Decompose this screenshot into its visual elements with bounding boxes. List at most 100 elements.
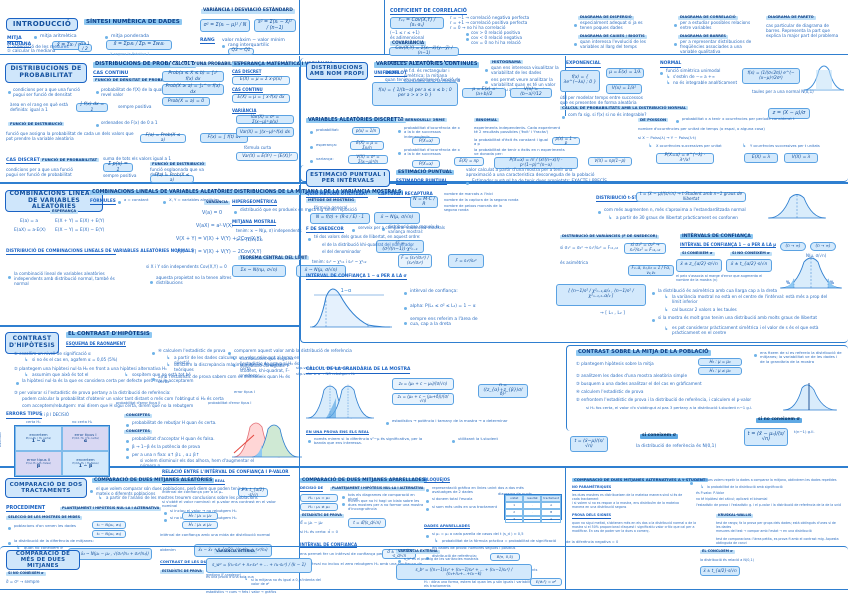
formula-prob-ab: Prob(a ≤ X ≤ b) = ∫ₐᵇ f(x) dx [162,71,224,82]
formula-pob2: t₂ ~ N(μ₂, σ₂) [92,530,126,538]
panel-mes-de-dues [0,546,848,599]
hook-icon: ↳ [742,143,747,149]
formula-uniforme-var: V(x) = (b−a)²/12 [510,87,552,98]
text-prob-unif: probabilitat: [316,127,340,132]
text-poi-2: nombre d'ocurrències per unitat de temps… [638,126,765,131]
text-cov-zero: cov = 0 no hi ha relació [471,40,521,45]
bullet [674,24,677,27]
label-igualtat: SI NO CONEIXEM σ [6,571,46,576]
label-mitjana-mostral: MITJANA MOSTRAL [232,219,277,226]
chapter-estimacio: ESTIMACIÓ PUNTUAL I PER INTÈRVALS [306,169,390,187]
formula-z1: z₁ = (μ₀ + c − (μ₀+δ))/(σ/√n) [392,393,454,405]
formula-tcl-1: Σx ~ N(nμ, σ√n) [232,265,286,277]
bullet [485,69,488,72]
text-ordenades: ordenades de F(x) de 0 a 1 [101,120,158,125]
bullet [398,560,401,563]
formula-F-a: F(a) = Prob(X ≤ a) [140,133,186,143]
label-dades-aparellades: DADES APARELLADES [424,523,470,530]
text-histo-1: quan ens interessa visualitzar la variab… [491,65,559,75]
text-cond-discret: condicions per a que una funció pugui se… [6,167,73,177]
formula-E-discret: E(X) = μ = Σ x·p(x) [232,76,290,85]
formula-tcl-2: x̄ ~ N(μ, σ/√n) [296,265,346,277]
label-calcul-prob: CÀLCUL D'UNA PROBABILITAT [170,61,244,67]
table-header-cell: tractament [541,495,561,502]
label-mitjavar: DISTRIBUCIONS DE LA MITJANA I DE LA VARI… [232,190,404,196]
label-uniforme-d: UNIFORME [420,117,447,123]
label-var-externa: VARIÀNCIA EXTERNA [396,549,440,554]
label-seleccio: SELECCIÓ DE LES MOSTRES DE MIDES [6,515,83,520]
formula-comp-h1: H₁ : μ₁ ≠ μ₂ [182,521,218,529]
text-propietat: aquesta propietat no la tenen altres dis… [156,275,232,285]
formula-E-dif: E(X − Y) = E(X) − E(Y) [55,228,105,233]
label-esquema: ESQUEMA DE RAONAMENT [66,341,126,348]
text-anova-2: si la mitjana no és igual a 0, s'intenta… [251,578,321,587]
bullet [8,527,11,530]
text-cap-3: nombre de peixos marcats de la segona ro… [444,204,502,213]
badge-n-inf-2: (n → ∞) [810,242,836,251]
table-cell: encertem P(no H₀ | H₀ certa) 1 − α [15,426,62,451]
bullet [398,152,401,155]
text-ct-3: si les dues volem repetir la dades a com… [696,478,837,482]
label-conclusio: EL CONCLOEM σ [700,549,735,554]
text-anova-flow: estadístics → cues → fets i valor → gràf… [206,590,277,594]
chapter-combinacions-label: COMBINACIONS LINEALS DE VARIABLES ALEATÒ… [9,189,99,211]
label-ic-desconeguda: SI NO CONEIXEM σ [730,251,772,256]
text-calc-normal: com fa sig. si f(x) si no és integrable? [568,112,647,117]
formula-p-unif: p(x) = 1/n [352,127,380,135]
text-comp-1: el que volem comparar són dues poblacion… [96,486,247,496]
label-combinacions: COMBINACIONS LINEALS DE VARIABLES ALEATÒ… [90,190,236,196]
text-contrast-p1: ① escollim un nivell de significació α [14,351,91,356]
text-asim-5: es pot considerar pràcticament simètrica… [672,325,819,335]
formula-mu-unif: E(X) = μ = Σxᵢ/n [350,140,384,150]
bullet [228,352,231,355]
bullet [674,43,677,46]
text-func-esglaonada: funció esglaonada que va de 0 a 1 [150,167,204,177]
bullet [652,319,655,322]
chapter-comparacio: COMPARACIÓ DE DOS TRACTAMENTS [5,478,87,498]
text-contrast-p2a: assumim que això és tot el [32,372,89,377]
contrast-mean-curve-sketch [783,383,837,411]
chapter-contrast: CONTRAST D'HIPÒTESIS [5,332,59,354]
chapter-nom-propi-label: DISTRIBUCIONS AMB NOM PROPI [309,64,365,77]
text-adimensional: és adimensional [390,35,425,40]
text-ct-7: quan no sigui meitat, s'obtenen més en e… [572,521,697,533]
text-contrast-p2c: la hipòtesi nul·la és la que es consider… [22,378,194,383]
formula-sw: s_w² = (n₁·s₁² + n₂·s₂² + ... + nₖ·sₖ²) … [206,558,312,573]
bullet [8,91,11,94]
text-contrast-p2b: sospitem que no està tot bé [132,372,191,377]
text-cm-p2: ② analitzem les dades d'una mostra aleat… [576,373,688,378]
label-binomial: BINOMIAL [474,117,500,123]
formula-E-aX: E(aX) = a·E(X) [14,228,46,233]
label-fsnedecor: F DE SNEDECOR [306,226,344,233]
label-ap-estadistic: ESTADÍSTIC DE PROVA [300,513,344,518]
label-procediment: PROCEDIMENT [6,506,46,513]
bullet [8,276,11,279]
text-cm-p4: ④ calculem l'estadístic de prova [576,389,644,394]
bullet [485,81,488,84]
rule-vert-2 [384,0,386,54]
label-comp-dues-mitjanes: COMPARACIÓ DE DUES MITJANES ALEATÒRIES [92,478,215,484]
label-errors-tipus: ERRORS TIPUS [6,412,43,419]
text-hipergeo: distribució que es produeix en mostreig … [240,207,357,212]
text-cap-1: nombre de marcats a l'inici [444,192,493,196]
table-cell: · [523,508,542,516]
label-formules: FÓRMULES [90,198,116,205]
formula-V-sum: V(X + Y) = V(X) + V(Y) + 2Cov(X,Y) [176,237,262,242]
text-poi-3: si X ~ Poiss(λ) → Y ~ Poiss(λ·t) [638,135,697,140]
text-cm-p1: ① plantegem hipòtesis sobre la mitja [576,361,654,366]
hook-icon: ↳ [666,74,671,80]
text-relacio-3: si inclou el valor → no rebutgem H₀ [170,508,237,513]
table-cell: encertem P(rbt. H₀ | H₀ falsa) 1 − β [62,451,109,476]
text-sned-2: té dos valors dels graus de llibertat, e… [314,234,421,239]
cell-sub: P(no H₀ | H₀ certa) [25,435,52,440]
hook-icon: ↳ [166,355,171,361]
label-estimacio-puntual: ESTIMACIÓ PUNTUAL [396,170,455,176]
cell-title: error tipus I [74,431,97,437]
text-contrast-p3: ③ per valorar si l'estadístic de prova p… [14,390,171,395]
text-contrast-q1a: a partir de les dades calculem un valor … [174,355,300,365]
label-prova-signes: PROVA DELS SIGNES [572,513,612,519]
text-asimetrica: és asimètrica [560,260,589,265]
text-ap-2: mirem que no hi hagi un biaix sobre les … [348,499,424,512]
text-ct-4: la probabilitat de la distribució amb si… [707,485,783,489]
cell-value: β [36,463,41,469]
